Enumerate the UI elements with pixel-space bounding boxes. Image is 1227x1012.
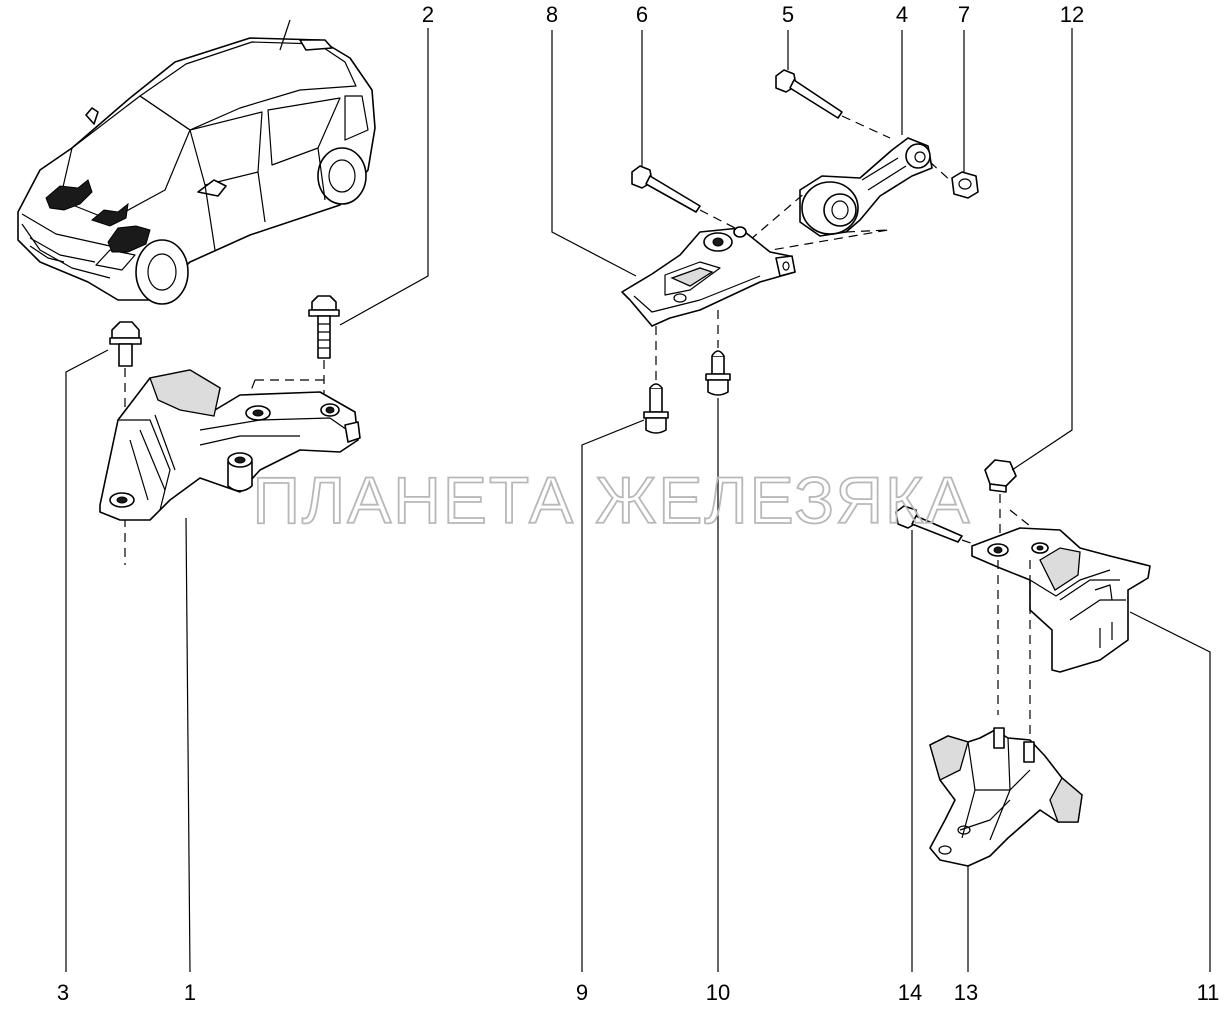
bolt-5-icon	[775, 69, 843, 119]
callout-6: 6	[636, 2, 648, 27]
callout-5: 5	[782, 2, 794, 27]
callout-3: 3	[57, 980, 69, 1005]
callout-1: 1	[184, 980, 196, 1005]
bolt-14-icon	[895, 505, 963, 543]
leader-lines	[65, 28, 1211, 973]
bolt-2-icon	[308, 295, 340, 359]
bolt-9-icon	[643, 383, 669, 434]
callout-13: 13	[954, 980, 978, 1005]
callout-14: 14	[898, 980, 922, 1005]
callout-7: 7	[958, 2, 970, 27]
callout-numbers: 1 2 3 4 5 6 7 8 9 10 11 12 13 14	[57, 2, 1220, 1005]
callout-11: 11	[1197, 980, 1220, 1005]
left-engine-mount	[99, 295, 361, 565]
bolt-10-icon	[705, 350, 731, 396]
right-engine-mount	[895, 459, 1151, 867]
bolt-3-icon	[109, 321, 142, 367]
nut-7-icon	[951, 171, 979, 199]
callout-10: 10	[706, 980, 730, 1005]
watermark-text: ПЛАНЕТА ЖЕЛЕЗЯКА	[252, 463, 971, 537]
callout-4: 4	[896, 2, 908, 27]
torque-rod-assembly	[621, 69, 979, 385]
callout-8: 8	[546, 2, 558, 27]
callout-9: 9	[576, 980, 588, 1005]
bolt-6-icon	[631, 165, 701, 213]
callout-2: 2	[422, 2, 434, 27]
vehicle-illustration	[17, 19, 376, 305]
nut-12-icon	[984, 459, 1017, 493]
callout-12: 12	[1060, 2, 1084, 27]
